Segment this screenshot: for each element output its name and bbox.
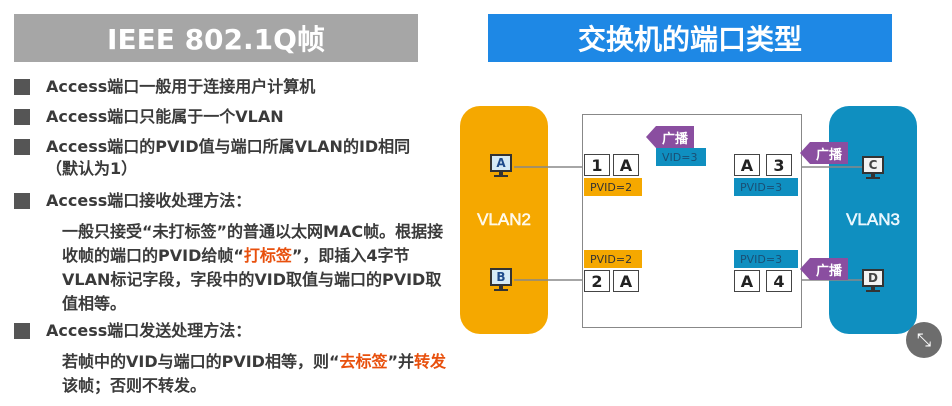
broadcast-d-label: 广播 [810,258,849,280]
arrow-left-icon [800,142,810,164]
bullet-text: Access端口一般用于连接用户计算机 [46,77,316,96]
bullet-text: Access端口接收处理方法： [46,191,252,210]
port4-pvid: PVID=3 [734,250,798,268]
bullet-text: Access端口发送处理方法： [46,321,252,340]
highlight-forward: 转发 [414,352,447,371]
bullet-text: Access端口的PVID值与端口所属VLAN的ID相同（默认为1） [46,137,411,178]
text-span: 该帧；否则不转发。 [62,376,207,395]
host-b-monitor-icon: B [490,268,512,286]
host-c-monitor-icon: C [862,156,884,174]
port1-frame: A [613,154,639,176]
receive-description: 一般只接受“未打标签”的普通以太网MAC帧。根据接收帧的端口的PVID给帧“打标… [62,220,457,316]
broadcast-top-vid: VID=3 [656,148,706,166]
port1-pvid: PVID=2 [584,178,642,196]
broadcast-to-c: 广播 [800,142,849,164]
host-d-monitor-icon: D [862,269,884,287]
highlight-tag: 打标签 [243,246,292,265]
text-span: ”，即插入4字节VLAN标记字段，字段中的VID取值与端口的PVID取值相等。 [62,246,442,313]
bullet-text: Access端口只能属于一个VLAN [46,107,284,126]
text-span: 一般只接受“未打标签”的普通以太网MAC帧。根据接收帧的端口的PVID给帧“ [62,222,444,265]
expand-icon[interactable]: ⤡ [906,322,942,358]
send-description: 若帧中的VID与端口的PVID相等，则“去标签”并转发该帧；否则不转发。 [62,350,457,398]
vlan3-label: VLAN3 [846,210,900,230]
broadcast-top-label: 广播 [656,126,695,148]
vlan2-label: VLAN2 [477,210,531,230]
bullet-square-icon [14,193,30,209]
text-span: ”并 [387,352,415,371]
port4-number: 4 [766,270,792,292]
left-section-title: IEEE 802.1Q帧 [14,14,418,62]
bullet-square-icon [14,323,30,339]
port4-frame: A [734,270,760,292]
port2-number: 2 [584,270,610,292]
bullet-square-icon [14,79,30,95]
highlight-untag: 去标签 [339,352,388,371]
right-section-title: 交换机的端口类型 [488,14,892,62]
arrow-left-icon [800,258,810,280]
port2-pvid: PVID=2 [584,250,642,268]
broadcast-to-d: 广播 [800,258,849,280]
vlan2-area: VLAN2 [460,106,548,334]
port1-number: 1 [584,154,610,176]
port2-frame: A [613,270,639,292]
arrow-left-icon [646,126,656,148]
broadcast-top: 广播 [646,126,695,148]
port3-pvid: PVID=3 [734,178,798,196]
port3-number: 3 [766,154,792,176]
bullet-square-icon [14,139,30,155]
host-a-monitor-icon: A [490,154,512,172]
broadcast-c-label: 广播 [810,142,849,164]
bullet-square-icon [14,109,30,125]
port3-frame: A [734,154,760,176]
text-span: 若帧中的VID与端口的PVID相等，则“ [62,352,340,371]
